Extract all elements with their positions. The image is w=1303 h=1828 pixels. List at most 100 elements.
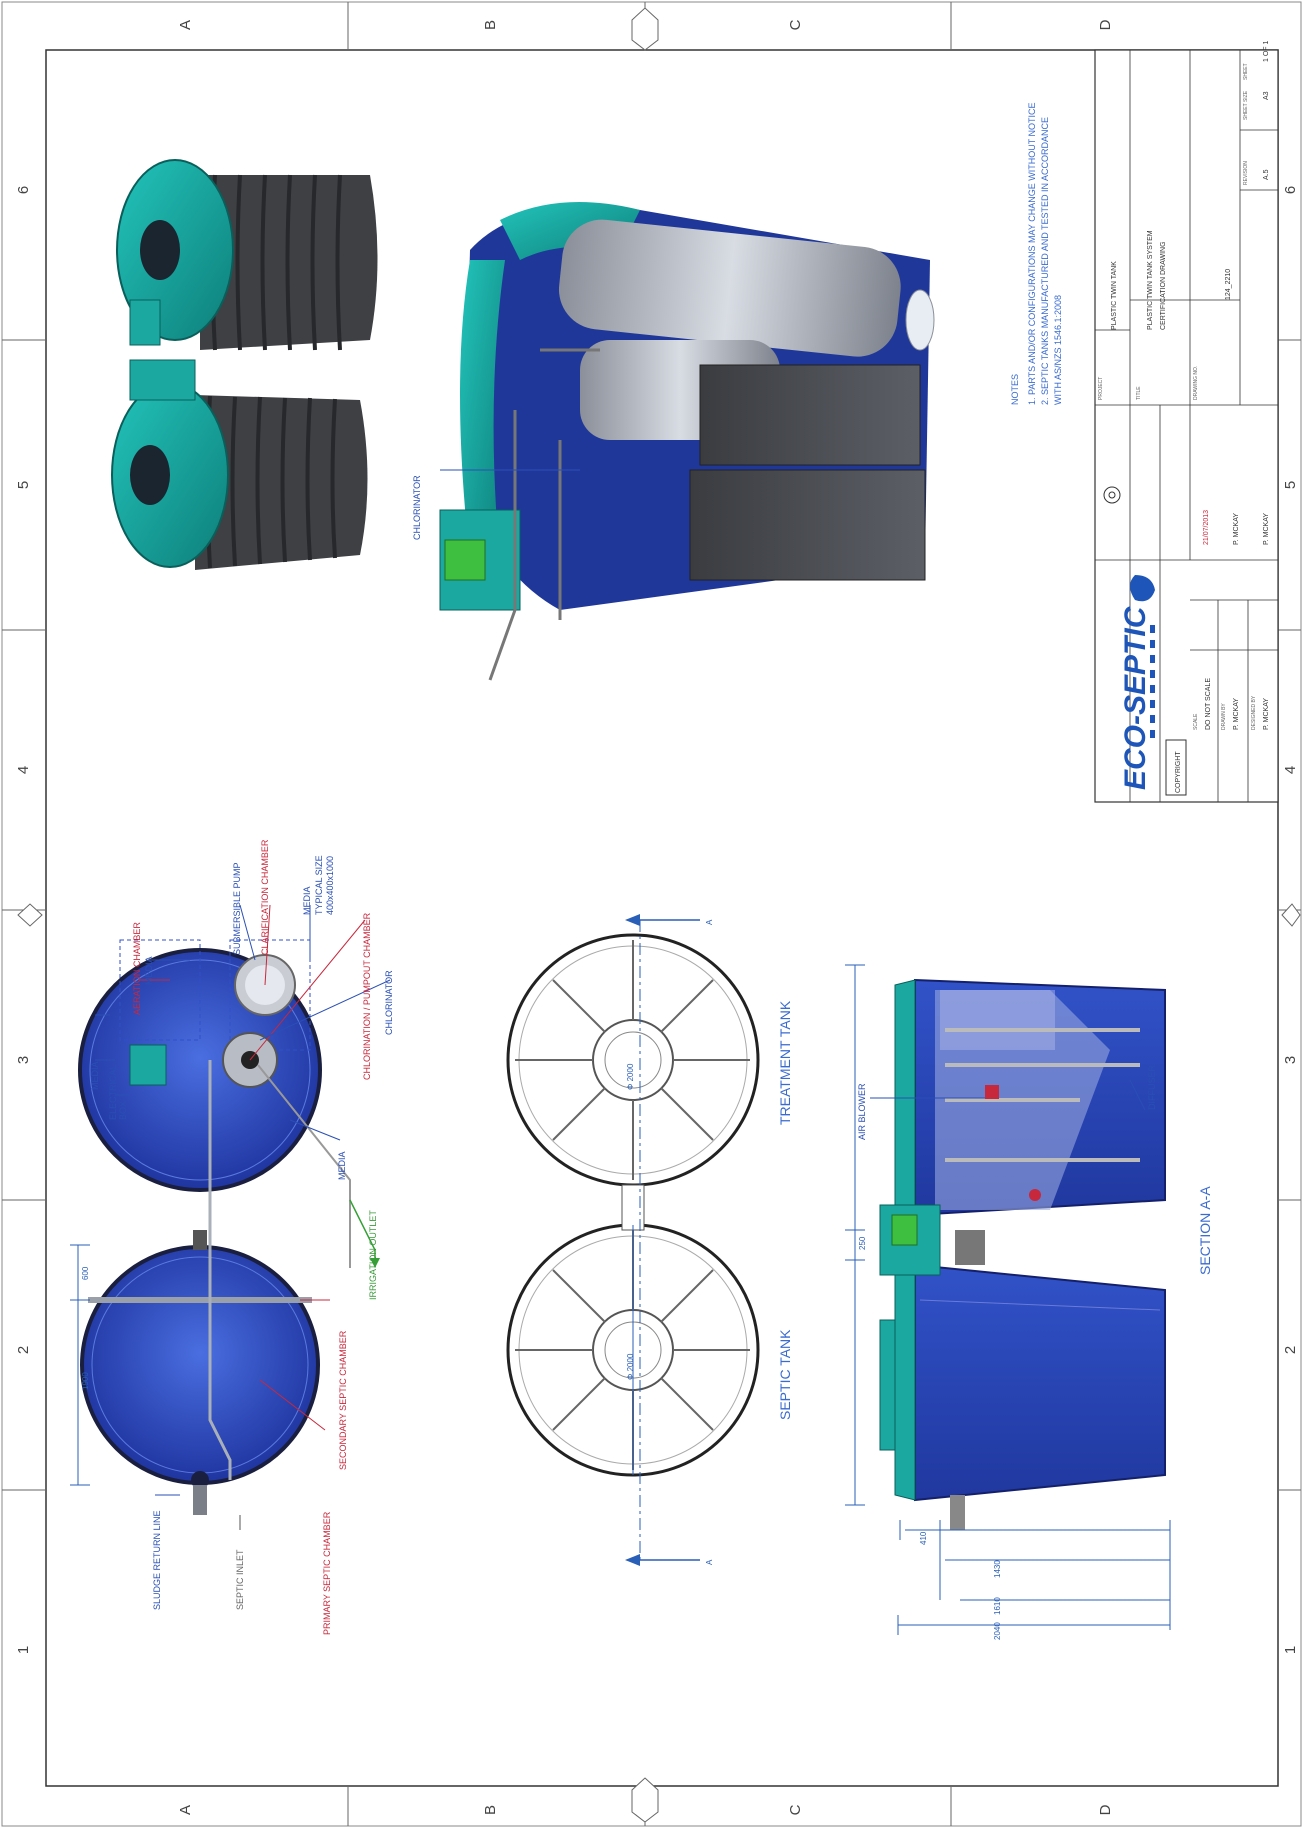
label-irrigation-outlet: IRRIGATION OUTLET	[368, 1210, 378, 1300]
label-aeration-chamber: AERATION CHAMBER	[132, 922, 142, 1015]
date-value: 21/07/2013	[1203, 510, 1210, 545]
label-air-blower: AIR BLOWER	[857, 1083, 867, 1140]
zone-letter-top-b: B	[482, 20, 499, 30]
project-value: PLASTIC TWIN TANK	[1111, 261, 1118, 330]
dim-dia-septic: Φ 2000	[626, 1353, 635, 1380]
label-chlorinator: CHLORINATOR	[384, 970, 394, 1035]
notes-title: NOTES	[1010, 374, 1020, 405]
iso-tank-pair	[111, 159, 378, 570]
label-media-3: MEDIA	[302, 886, 312, 915]
sheet-label: SHEET	[1243, 63, 1249, 80]
revision: A.5	[1263, 169, 1270, 180]
title-line-2: CERTIFICATION DRAWING	[1160, 241, 1167, 330]
australia-icon	[1130, 575, 1155, 602]
zone-number-left-2: 2	[15, 1346, 32, 1354]
zone-number-left-6: 6	[15, 186, 32, 194]
label-submersible-pump: SUBMERSIBLE PUMP	[232, 862, 242, 955]
media-block-lower	[689, 469, 926, 581]
label-septic-inlet: SEPTIC INLET	[235, 1549, 245, 1610]
title-line-1: PLASTIC TWIN TANK SYSTEM	[1147, 230, 1154, 330]
caption-treatment-tank: TREATMENT TANK	[777, 1000, 793, 1125]
zone-number-left-1: 1	[15, 1646, 32, 1654]
irrigation-outlet-line	[257, 1064, 351, 1268]
section-marker-bottom: A	[705, 1559, 714, 1565]
notes-line-3: WITH AS/NZS 1546.1:2008	[1053, 295, 1063, 405]
label-clarification-chamber: CLARIFICATION CHAMBER	[260, 839, 270, 955]
brand-logo: ECO-SEPTIC	[1119, 575, 1155, 790]
dim-plan-600: 600	[81, 1266, 90, 1280]
iso-tank-lower	[111, 359, 368, 570]
label-chlorination-pumpout: CHLORINATION / PUMPOUT CHAMBER	[362, 912, 372, 1080]
notes: NOTES 1. PARTS AND/OR CONFIGURATIONS MAY…	[1010, 102, 1063, 405]
zone-number-left-5: 5	[15, 481, 32, 489]
revision-label: REVISION	[1243, 161, 1249, 185]
projection-symbol-icon	[1103, 486, 1121, 504]
zone-number-left-3: 3	[15, 1056, 32, 1064]
sheet-size-label: SHEET SIZE	[1243, 90, 1249, 120]
caption-section-aa: SECTION A-A	[1197, 1186, 1213, 1275]
label-diffuser: DIFFUSER	[1147, 1064, 1157, 1110]
zone-letter-bottom-a: A	[177, 1805, 194, 1815]
drawn-by: P. MCKAY	[1233, 698, 1240, 730]
plan-view: SLUDGE RETURN LINE SEPTIC INLET PRIMARY …	[70, 839, 394, 1635]
designed-by-2: P. MCKAY	[1263, 513, 1270, 545]
drawn-by-2: P. MCKAY	[1233, 513, 1240, 545]
center-mark-right	[1281, 903, 1301, 927]
label-electrical-box-1: ELECTRICAL	[108, 1064, 118, 1120]
zone-number-left-4: 4	[15, 766, 32, 774]
label-secondary-septic-chamber: SECONDARY SEPTIC CHAMBER	[338, 1330, 348, 1470]
zone-letter-top-c: C	[787, 19, 804, 30]
zone-letter-bottom-c: C	[787, 1804, 804, 1815]
chlorinator-iso-label: CHLORINATOR	[412, 475, 422, 540]
zone-number-right-2: 2	[1282, 1346, 1299, 1354]
zone-letter-top-a: A	[177, 20, 194, 30]
iso-tank-upper	[116, 159, 378, 351]
plan-septic-tank	[80, 1245, 320, 1485]
label-media-typical-1: TYPICAL SIZE	[314, 855, 324, 915]
drawn-by-label: DRAWN BY	[1221, 703, 1227, 730]
label-media-4: MEDIA	[337, 1151, 347, 1180]
zone-number-right-5: 5	[1282, 481, 1299, 489]
center-mark-top	[631, 7, 659, 51]
dim-h-2040: 2040	[993, 1622, 1002, 1640]
project-label: PROJECT	[1098, 377, 1104, 400]
label-media-typical-2: 400x400x1000	[325, 856, 335, 915]
dim-h-1610: 1610	[993, 1597, 1002, 1615]
zone-number-right-1: 1	[1282, 1646, 1299, 1654]
zone-number-right-3: 3	[1282, 1056, 1299, 1064]
drawing-no-label: DRAWING NO.	[1193, 366, 1199, 400]
zone-letter-top-d: D	[1097, 19, 1114, 30]
drawing-no: 124_2210	[1225, 269, 1232, 300]
media-block-upper	[699, 364, 921, 466]
title-block: ECO-SEPTIC COPYRIGHT SCALE DO NOT SCALE …	[1094, 40, 1279, 803]
zone-number-right-6: 6	[1282, 186, 1299, 194]
plan-electrical-box	[129, 1044, 167, 1086]
zone-number-right-4: 4	[1282, 766, 1299, 774]
dim-h-1430: 1430	[993, 1560, 1002, 1578]
section-septic-tank	[914, 1263, 1166, 1502]
caption-septic-tank: SEPTIC TANK	[777, 1329, 793, 1420]
sheet: 1 OF 1	[1263, 40, 1270, 62]
inner-frame	[45, 49, 1279, 1787]
dim-gap-250: 250	[858, 1236, 867, 1250]
designed-by: P. MCKAY	[1263, 698, 1270, 730]
dim-dia-treatment: Φ 2000	[626, 1063, 635, 1090]
notes-line-2: 2. SEPTIC TANKS MANUFACTURED AND TESTED …	[1040, 117, 1050, 405]
sludge-return-line	[208, 1060, 232, 1480]
label-media-1: MEDIA	[90, 1061, 100, 1090]
section-aa: AIR BLOWER DIFFUSER 250 410 1430 1610 20…	[845, 964, 1213, 1640]
label-sludge-return-line: SLUDGE RETURN LINE	[152, 1510, 162, 1610]
title-label: TITLE	[1136, 386, 1142, 400]
notes-line-1: 1. PARTS AND/OR CONFIGURATIONS MAY CHANG…	[1027, 102, 1037, 405]
brand-name: ECO-SEPTIC	[1119, 605, 1152, 790]
label-media-2: MEDIA	[144, 956, 154, 985]
dim-h-410: 410	[919, 1531, 928, 1545]
section-marker-top: A	[705, 919, 714, 925]
center-mark-bottom	[631, 1777, 659, 1823]
copyright-label: COPYRIGHT	[1175, 751, 1182, 793]
zone-letter-bottom-b: B	[482, 1805, 499, 1815]
zone-letter-bottom-d: D	[1097, 1804, 1114, 1815]
center-mark-left	[17, 903, 43, 927]
scale-label: SCALE	[1193, 713, 1199, 730]
